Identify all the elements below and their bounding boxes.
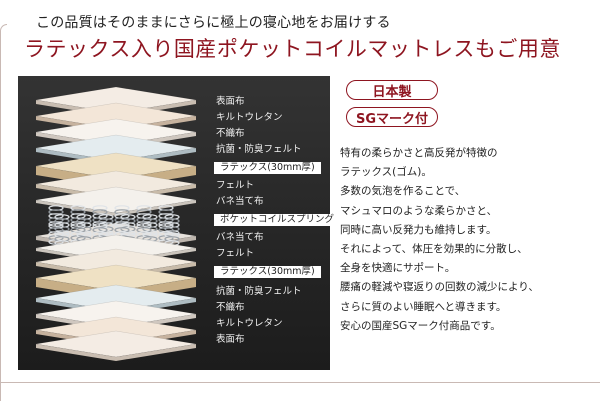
sg-mark-badge: SGマーク付: [346, 107, 438, 127]
description-line: 全身を快適にサポート。: [340, 262, 456, 275]
description-line: 安心の国産SGマーク付商品です。: [340, 319, 501, 332]
tagline: この品質はそのままにさらに極上の寝心地をお届けする: [36, 15, 391, 31]
layer-label-pocket-coil: ポケットコイルスプリング: [214, 214, 341, 226]
layer-label: 表面布: [216, 96, 245, 107]
layer-label: 抗菌・防臭フェルト: [216, 286, 302, 297]
layer-label: バネ当て布: [216, 196, 264, 207]
description-line: それによって、体圧を効果的に分散し、: [340, 243, 528, 256]
frame-corner: [0, 24, 7, 401]
made-in-japan-badge: 日本製: [346, 80, 438, 100]
layer-label: キルトウレタン: [216, 112, 283, 123]
description-line: 同時に高い反発力も維持します。: [340, 223, 497, 236]
layer-label: 不織布: [216, 128, 245, 139]
description-line: 多数の気泡を作ることで、: [340, 185, 466, 198]
layer-label: 不織布: [216, 302, 245, 313]
layer-label: フェルト: [216, 180, 255, 191]
layer-label: キルトウレタン: [216, 318, 283, 329]
description-line: ラテックス(ゴム)。: [340, 166, 432, 179]
headline: ラテックス入り国産ポケットコイルマットレスもご用意: [24, 37, 561, 61]
description-line: 特有の柔らかさと高反発が特徴の: [340, 147, 498, 159]
description-line: 腰痛の軽減や寝返りの回数の減少により、: [340, 281, 539, 294]
layer-label: バネ当て布: [216, 232, 264, 243]
layer-label: 表面布: [216, 334, 245, 345]
layer-cover-bottom: [35, 330, 197, 361]
layer-label: フェルト: [216, 248, 255, 259]
layer-stack-illustration: [35, 86, 197, 361]
layer-label-latex: ラテックス(30mm厚): [214, 162, 321, 174]
layer-label-latex: ラテックス(30mm厚): [214, 266, 321, 278]
description: 特有の柔らかさと高反発が特徴の ラテックス(ゴム)。 多数の気泡を作ることで、 …: [340, 144, 595, 336]
description-line: マシュマロのような柔らかさと、: [340, 204, 498, 217]
layer-label: 抗菌・防臭フェルト: [216, 144, 302, 155]
mattress-layer-diagram: 表面布 キルトウレタン 不織布 抗菌・防臭フェルト ラテックス(30mm厚) フ…: [18, 76, 341, 370]
description-line: さらに質のよい睡眠へと導きます。: [340, 300, 507, 313]
layer-spring-cloth-bottom: [35, 234, 197, 264]
frame-bottom-line: [0, 382, 600, 383]
